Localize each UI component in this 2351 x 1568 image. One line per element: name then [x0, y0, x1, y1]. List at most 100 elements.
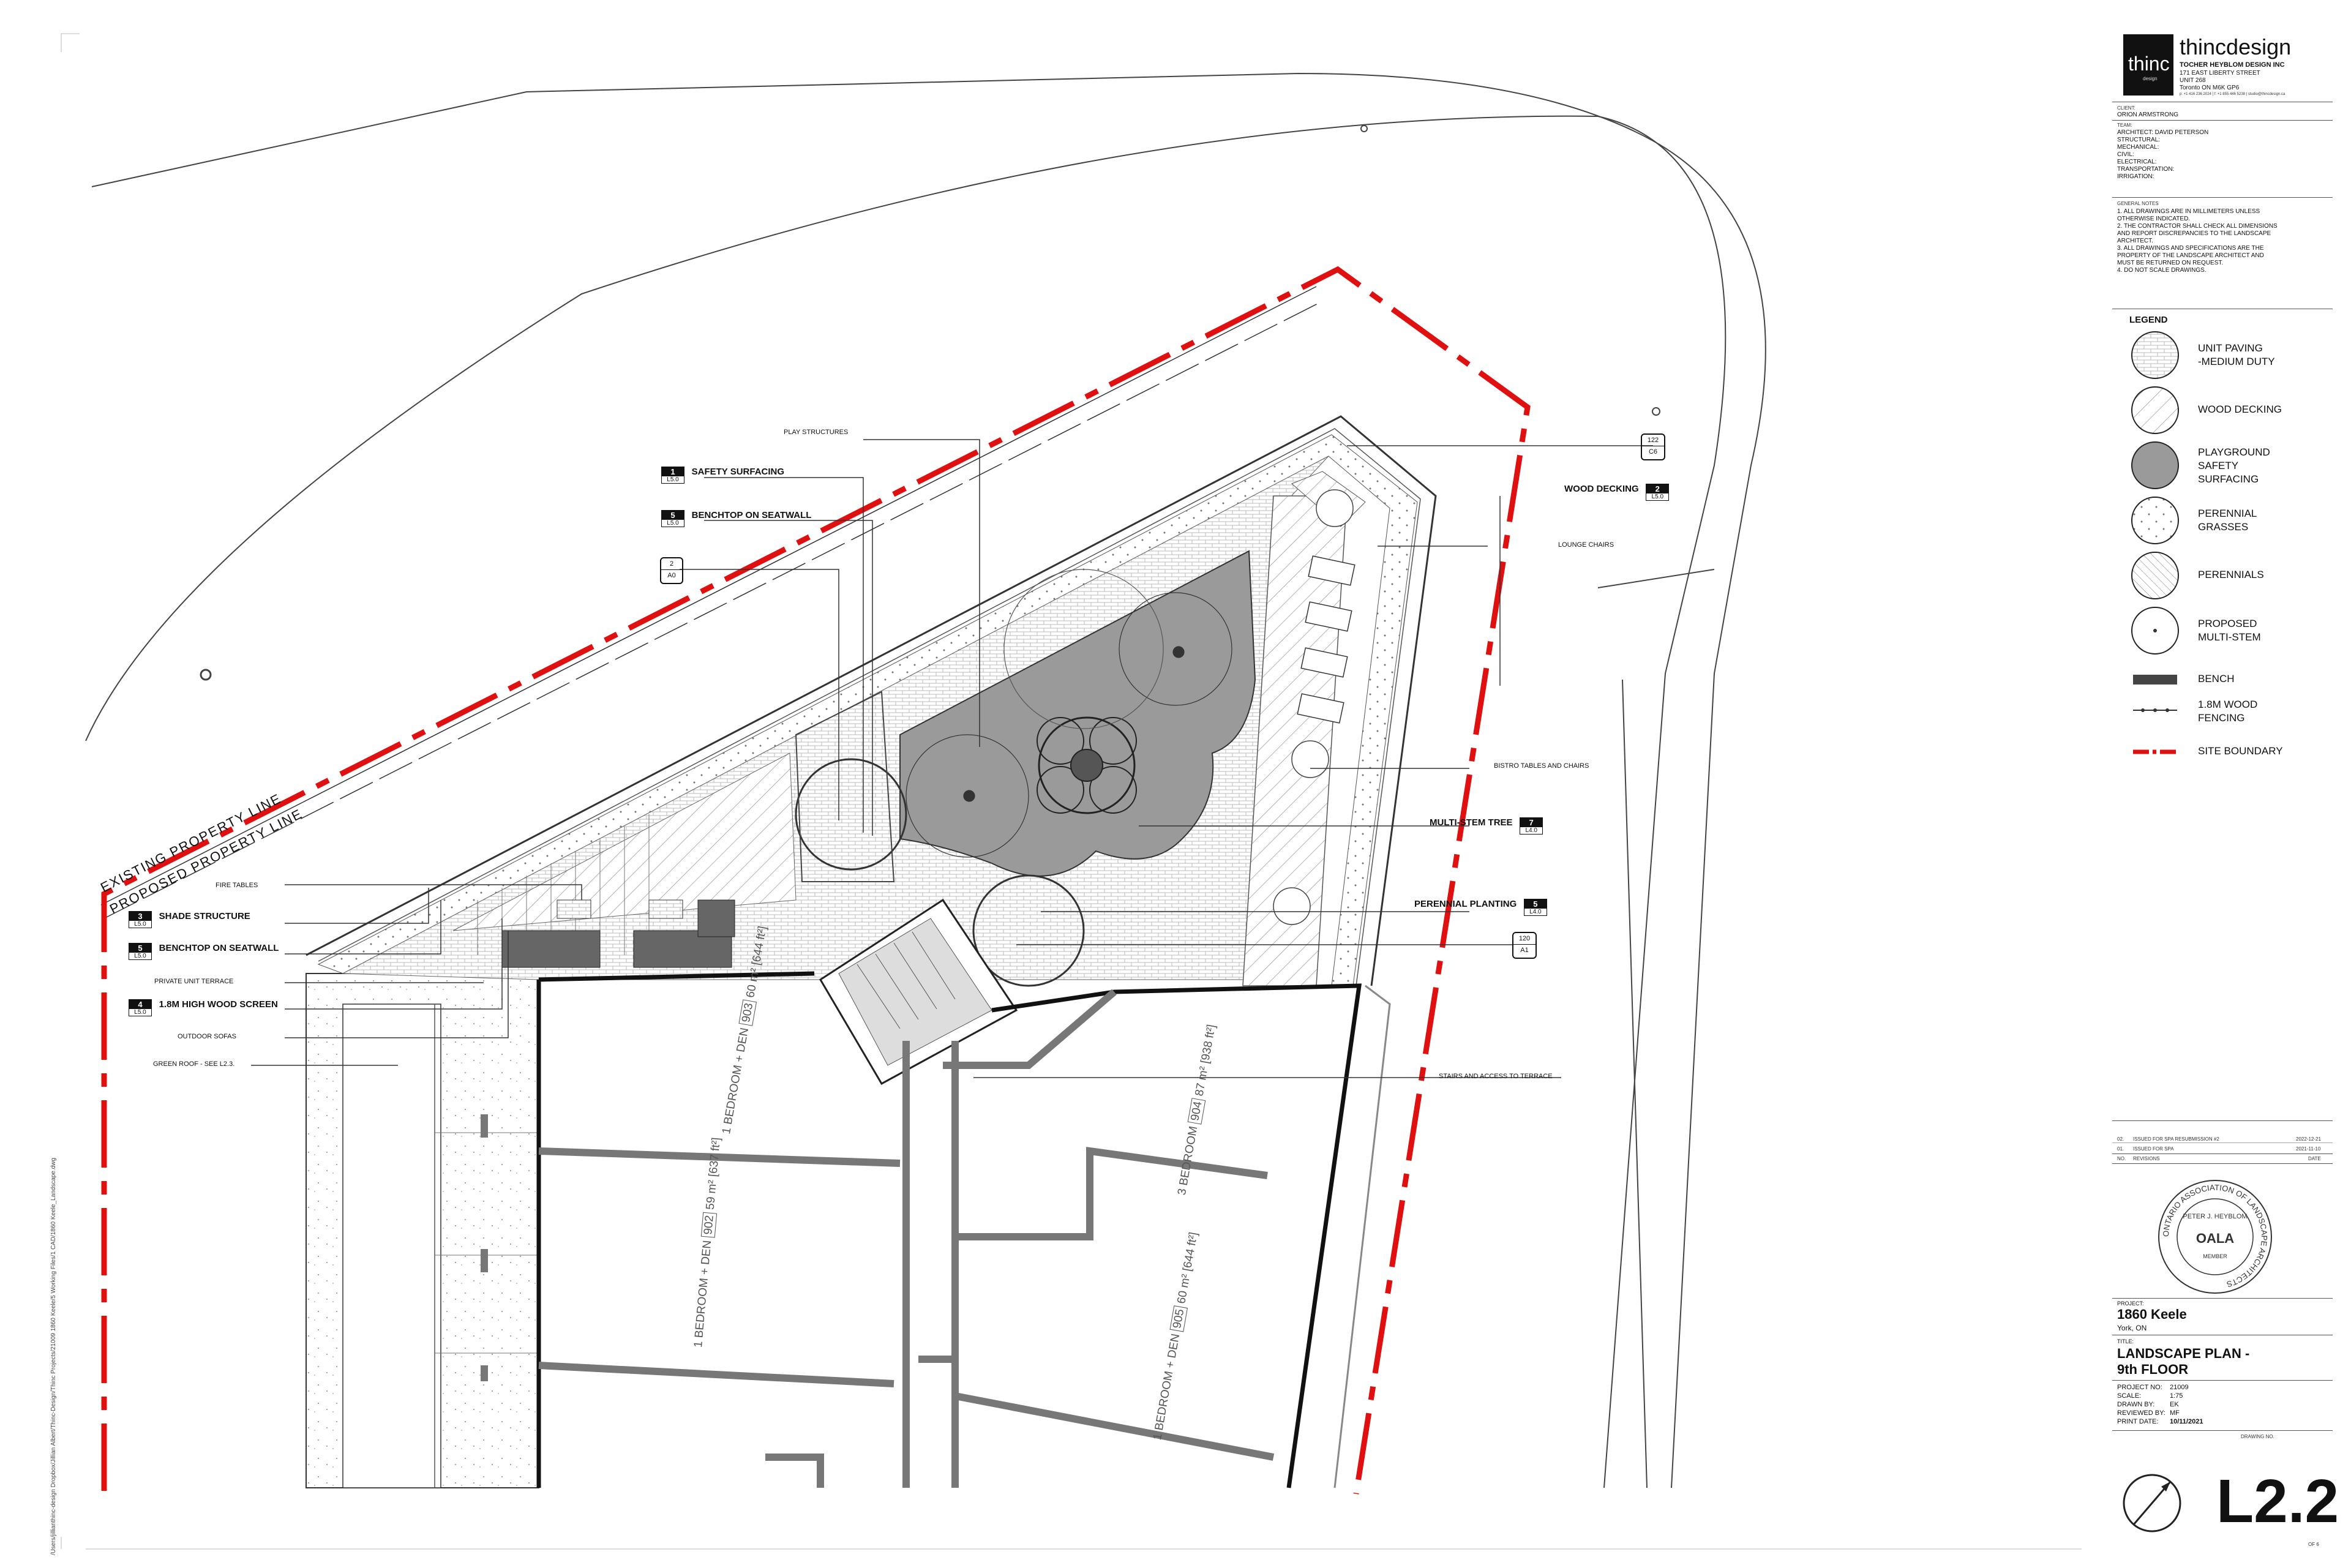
firm-address-3: Toronto ON M6K GP6: [2180, 84, 2240, 91]
client-name: ORION ARMSTRONG: [2117, 111, 2179, 118]
fence-icon: [2133, 708, 2177, 712]
benchtop-callout-1: 5 L5.0 BENCHTOP ON SEATWALL: [661, 510, 811, 527]
play-structures-label: PLAY STRUCTURES: [784, 429, 849, 436]
team-1: ARCHITECT: DAVID PETERSON: [2117, 129, 2209, 136]
north-arrow-icon: [2123, 1474, 2181, 1532]
legend-fencing: 1.8M WOOD FENCING: [2131, 698, 2327, 729]
firm-address-2: UNIT 268: [2180, 77, 2206, 84]
green-roof: [306, 973, 539, 1488]
note-1: 1. ALL DRAWINGS ARE IN MILLIMETERS UNLES…: [2117, 208, 2260, 215]
team-7: IRRIGATION:: [2117, 173, 2154, 180]
legend-site-boundary: SITE BOUNDARY: [2131, 740, 2327, 764]
drawing-no-label: DRAWING NO.: [2241, 1434, 2274, 1439]
rev-1-no: 01.: [2117, 1146, 2124, 1152]
client-label: CLIENT:: [2117, 105, 2135, 111]
firm-address-1: 171 EAST LIBERTY STREET: [2180, 70, 2260, 77]
shade-structure-callout: 3 L5.0 SHADE STRUCTURE: [129, 911, 250, 928]
rev-1-date: 2021-11-10: [2296, 1146, 2321, 1152]
note-2: OTHERWISE INDICATED.: [2117, 216, 2191, 222]
outdoor-sofas-label: OUTDOOR SOFAS: [178, 1033, 236, 1040]
play-structure: [1037, 716, 1137, 814]
field-scale: SCALE:1:75: [2117, 1392, 2183, 1400]
legend-wood-decking: WOOD DECKING: [2131, 386, 2327, 435]
property-lines: [100, 286, 1323, 919]
playground-safety-surfacing: [899, 550, 1256, 877]
callout-leaders: [251, 439, 1653, 1078]
legend-title: LEGEND: [2129, 315, 2168, 325]
field-project-no: PROJECT NO:21009: [2117, 1384, 2189, 1391]
benchtop-tag-1: 5 L5.0: [661, 510, 684, 527]
safety-surfacing-callout: 1 L5.0 SAFETY SURFACING: [661, 467, 784, 484]
ref-122-marker: 122 C6: [1641, 433, 1665, 460]
note-9: 4. DO NOT SCALE DRAWINGS.: [2117, 267, 2207, 274]
outdoor-sofas: [501, 899, 735, 968]
title-block: thinc design thincdesign TOCHER HEYBLOM …: [2106, 24, 2339, 1549]
team-4: CIVIL:: [2117, 151, 2134, 158]
unit-902-number: 902: [700, 1212, 718, 1238]
rev-header-no: NO.: [2117, 1156, 2126, 1161]
private-terrace-label: PRIVATE UNIT TERRACE: [154, 978, 234, 985]
stair-core: [819, 898, 1018, 1086]
thinc-logo: thinc: [2123, 34, 2173, 96]
shade-tag: 3 L5.0: [129, 911, 152, 928]
note-3: 2. THE CONTRACTOR SHALL CHECK ALL DIMENS…: [2117, 223, 2278, 230]
benchtop-tag-2: 5 L5.0: [129, 943, 152, 960]
grasses-swatch: [2131, 497, 2179, 544]
bistro-label: BISTRO TABLES AND CHAIRS: [1494, 762, 1589, 770]
wood-screen-callout: 4 L5.0 1.8M HIGH WOOD SCREEN: [129, 999, 278, 1016]
rev-header-rev: REVISIONS: [2133, 1156, 2160, 1161]
benchtop-callout-2: 5 L5.0 BENCHTOP ON SEATWALL: [129, 943, 279, 960]
file-path: /Users/jillianthinc-design Dropbox/Jilli…: [50, 1157, 57, 1555]
perennial-callout: PERENNIAL PLANTING 5 L4.0: [1414, 899, 1547, 916]
legend-perennial-grasses: PERENNIAL GRASSES: [2131, 496, 2327, 545]
logo-sub: design: [2143, 76, 2158, 81]
perennials-swatch: [2131, 552, 2179, 599]
field-print-date: PRINT DATE:10/11/2021: [2117, 1418, 2203, 1425]
project-name: 1860 Keele: [2117, 1307, 2187, 1322]
team-5: ELECTRICAL:: [2117, 159, 2157, 165]
project-label: PROJECT:: [2117, 1300, 2144, 1307]
note-5: ARCHITECT.: [2117, 238, 2153, 244]
rev-2-no: 02.: [2117, 1136, 2124, 1142]
legend-unit-paving: UNIT PAVING -MEDIUM DUTY: [2131, 331, 2327, 380]
sheet-title-1: LANDSCAPE PLAN -: [2117, 1346, 2250, 1361]
building-walls: [536, 971, 1391, 1488]
firm-brand: thincdesign: [2180, 34, 2292, 59]
note-4: AND REPORT DISCREPANCIES TO THE LANDSCAP…: [2117, 230, 2271, 237]
sheet-border: [61, 33, 2082, 1550]
note-8: MUST BE RETURNED ON REQUEST.: [2117, 260, 2224, 266]
ref-120-marker: 120 A1: [1512, 932, 1537, 959]
sheet-count: OF 6: [2308, 1542, 2319, 1547]
team-label: TEAM:: [2117, 122, 2132, 128]
multistem-tree-icon: [2131, 607, 2179, 655]
terrace-parapet: [306, 415, 1437, 986]
sheet-title-2: 9th FLOOR: [2117, 1362, 2189, 1377]
wood-decking-swatch: [2131, 386, 2179, 434]
legend-perennials: PERENNIALS: [2131, 551, 2327, 600]
field-reviewed-by: REVIEWED BY:MF: [2117, 1409, 2180, 1417]
note-6: 3. ALL DRAWINGS AND SPECIFICATIONS ARE T…: [2117, 245, 2264, 252]
multistem-callout: MULTI-STEM TREE 7 L4.0: [1430, 817, 1543, 835]
title-label: TITLE:: [2117, 1338, 2134, 1345]
firm-contact: p: +1 416 236 2024 | f: +1 855 446 5238 …: [2180, 92, 2285, 96]
seal-name: PETER J. HEYBLOM: [2183, 1213, 2247, 1220]
seal-logo: OALA: [2196, 1231, 2234, 1246]
seal-member: MEMBER: [2203, 1253, 2227, 1259]
oala-seal: ONTARIO ASSOCIATION OF LANDSCAPE ARCHITE…: [2158, 1180, 2272, 1294]
rev-header-date: DATE: [2308, 1156, 2321, 1161]
legend-bench: BENCH: [2131, 667, 2327, 692]
note-7: PROPERTY OF THE LANDSCAPE ARCHITECT AND: [2117, 252, 2264, 259]
stairs-label: STAIRS AND ACCESS TO TERRACE: [1439, 1073, 1553, 1080]
playground-swatch: [2131, 441, 2179, 489]
street-context: [85, 72, 1766, 1488]
legend-multistem: PROPOSED MULTI-STEM: [2131, 606, 2327, 655]
team-6: TRANSPORTATION:: [2117, 166, 2175, 173]
lounge-chairs: [1297, 555, 1355, 724]
project-location: York, ON: [2117, 1324, 2147, 1332]
site-boundary-line: [101, 266, 1531, 1495]
rev-2-desc: ISSUED FOR SPA RESUBMISSION #2: [2133, 1136, 2219, 1142]
multistem-tag: 7 L4.0: [1520, 817, 1543, 835]
section-a-marker: 2 A0: [660, 557, 683, 584]
rev-1-desc: ISSUED FOR SPA: [2133, 1146, 2174, 1152]
